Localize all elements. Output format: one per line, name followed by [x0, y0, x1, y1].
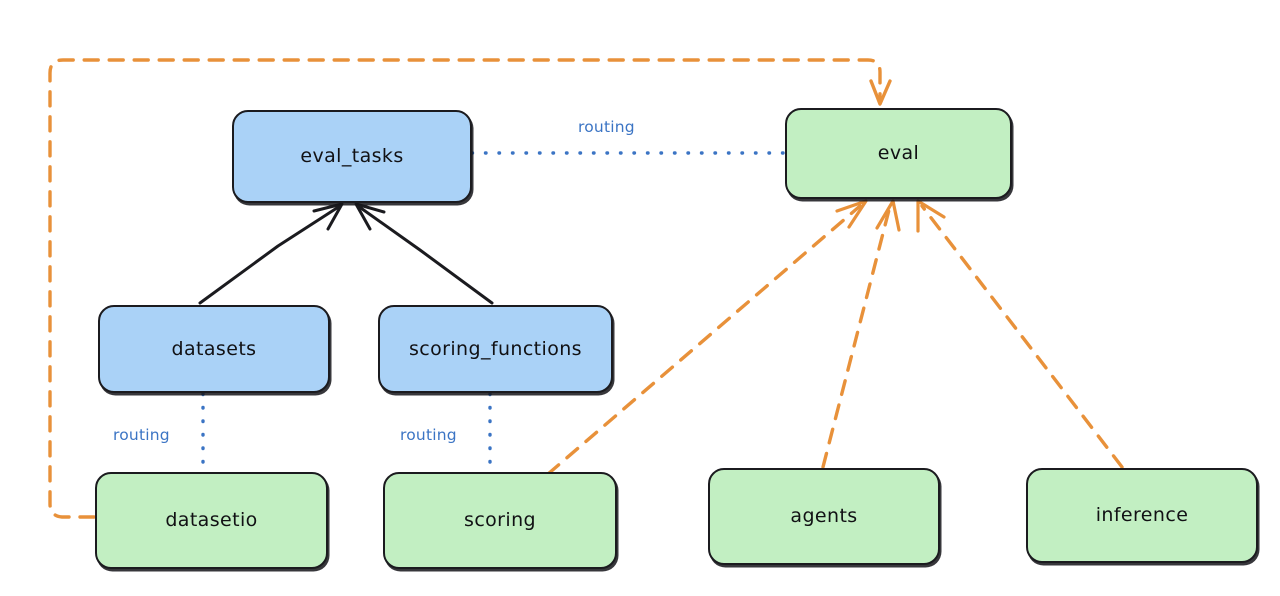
- edge-label-routing-eval: routing: [578, 118, 635, 136]
- node-label-inference: inference: [1095, 504, 1189, 527]
- node-eval_tasks[interactable]: eval_tasks: [232, 110, 472, 203]
- node-label-datasetio: datasetio: [165, 509, 258, 532]
- edge-scoring_functions-to-eval_tasks: [354, 202, 494, 305]
- edge-datasets-to-eval_tasks: [198, 202, 344, 305]
- node-datasetio[interactable]: datasetio: [95, 472, 328, 569]
- edge-agents-to-eval: [821, 199, 901, 469]
- node-label-scoring: scoring: [464, 509, 536, 532]
- edge-inference-to-eval: [916, 199, 1124, 469]
- node-datasets[interactable]: datasets: [98, 305, 330, 393]
- edge-label-routing-datasets: routing: [113, 426, 170, 444]
- node-eval[interactable]: eval: [785, 108, 1012, 199]
- node-label-datasets: datasets: [171, 337, 257, 360]
- node-label-eval_tasks: eval_tasks: [300, 145, 404, 168]
- node-label-agents: agents: [790, 505, 858, 528]
- node-agents[interactable]: agents: [708, 468, 940, 565]
- node-scoring[interactable]: scoring: [383, 472, 617, 569]
- node-label-scoring_functions: scoring_functions: [409, 337, 582, 360]
- node-inference[interactable]: inference: [1026, 468, 1258, 563]
- edge-label-routing-scoring: routing: [400, 426, 457, 444]
- node-scoring_functions[interactable]: scoring_functions: [378, 305, 613, 393]
- node-label-eval: eval: [877, 142, 920, 165]
